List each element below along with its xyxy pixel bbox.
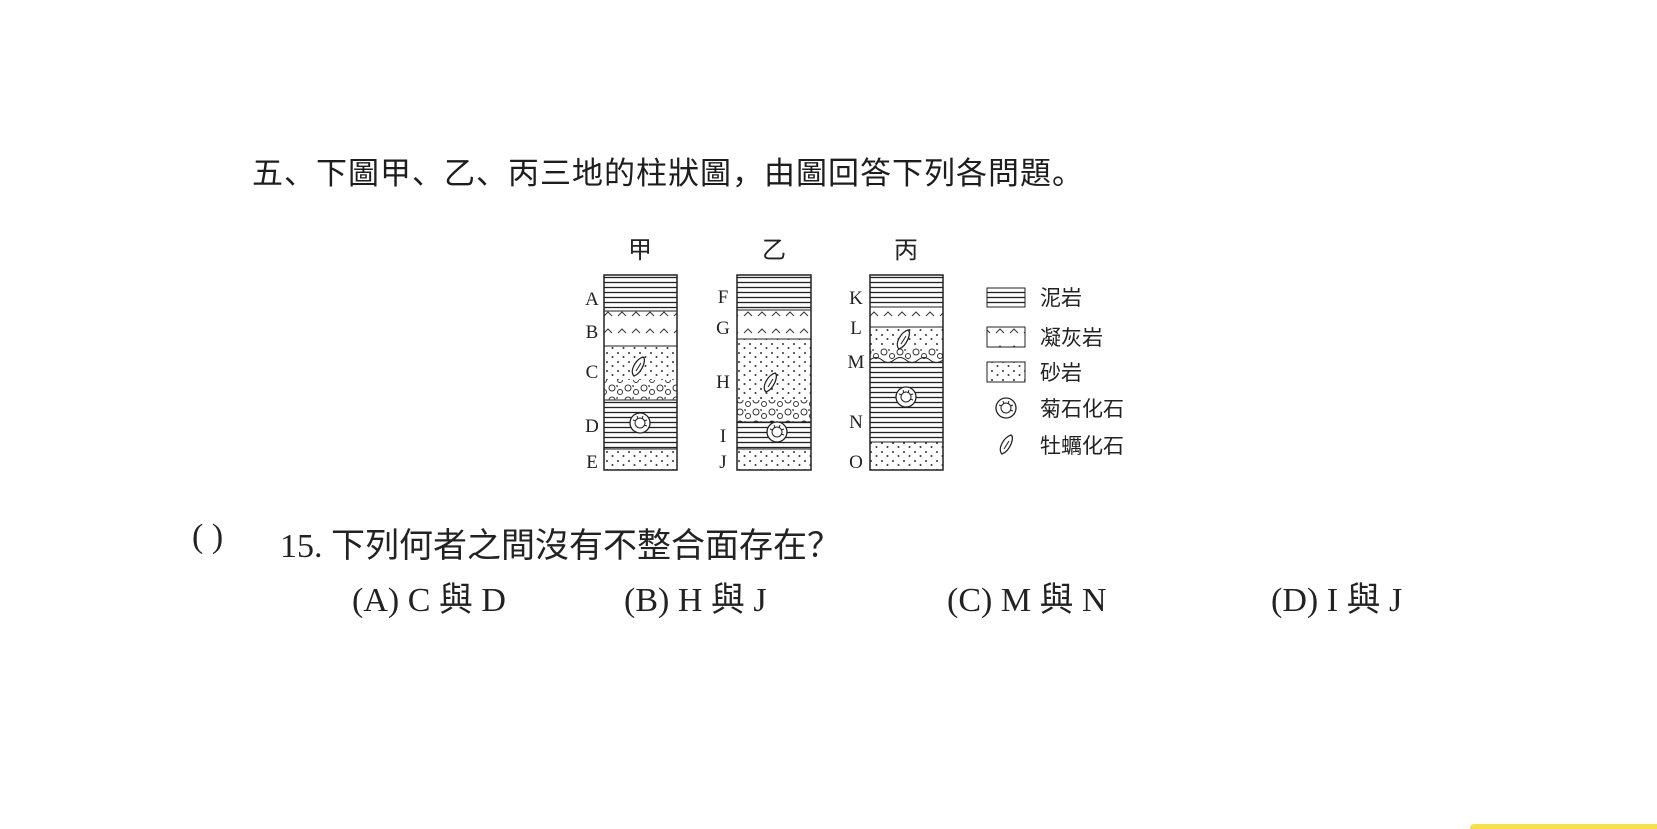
- layer-label: H: [716, 372, 730, 393]
- option-b[interactable]: (B) H 與 J: [624, 582, 767, 619]
- ammonite-fossil-icon: [766, 421, 788, 443]
- column-title: 甲: [628, 238, 652, 264]
- layer-label: J: [719, 452, 726, 473]
- option-d[interactable]: (D) I 與 J: [1271, 582, 1403, 619]
- sandstone-swatch: [986, 361, 1026, 383]
- legend-label: 菊石化石: [1040, 397, 1124, 421]
- layer-label: D: [585, 416, 599, 437]
- section-heading: 五、下圖甲、乙、丙三地的柱狀圖，由圖回答下列各問題。: [252, 156, 1084, 192]
- answer-blank[interactable]: ( ): [192, 518, 224, 555]
- legend-label: 泥岩: [1040, 286, 1082, 310]
- layer-label: N: [849, 412, 863, 433]
- layer-label: G: [716, 318, 730, 339]
- layer-label: M: [848, 352, 865, 373]
- ammonite-icon: [995, 397, 1017, 419]
- column-yi: 乙 F G H I J: [716, 238, 812, 473]
- layer-label: E: [586, 452, 598, 473]
- tuff-swatch: [986, 326, 1026, 348]
- legend-label: 牡蠣化石: [1040, 434, 1124, 458]
- ammonite-fossil-icon: [629, 412, 651, 434]
- column-title: 丙: [894, 238, 918, 264]
- ammonite-fossil-icon: [895, 386, 917, 408]
- layer-label: B: [586, 322, 599, 343]
- column-bing: 丙 K L M N O: [848, 238, 944, 473]
- layer-label: I: [720, 426, 726, 447]
- option-a[interactable]: (A) C 與 D: [352, 582, 506, 619]
- layer-label: L: [850, 318, 862, 339]
- legend: 泥岩 凝灰岩 砂岩 菊石化石 牡蠣化石: [986, 286, 1124, 458]
- layer-label: C: [586, 362, 599, 383]
- layer-label: F: [718, 287, 729, 308]
- mudstone-swatch: [986, 287, 1026, 308]
- legend-label: 凝灰岩: [1040, 326, 1103, 350]
- layer-label: A: [585, 289, 599, 310]
- layer-label: O: [849, 452, 863, 473]
- oyster-icon: [999, 434, 1014, 455]
- highlight-bar: [1470, 824, 1657, 829]
- option-c[interactable]: (C) M 與 N: [947, 582, 1107, 619]
- column-title: 乙: [762, 238, 786, 264]
- legend-label: 砂岩: [1040, 361, 1082, 385]
- column-jia: 甲 A B C D E: [585, 238, 678, 473]
- question-text: 15. 下列何者之間沒有不整合面存在？: [280, 528, 841, 565]
- layer-label: K: [849, 288, 863, 309]
